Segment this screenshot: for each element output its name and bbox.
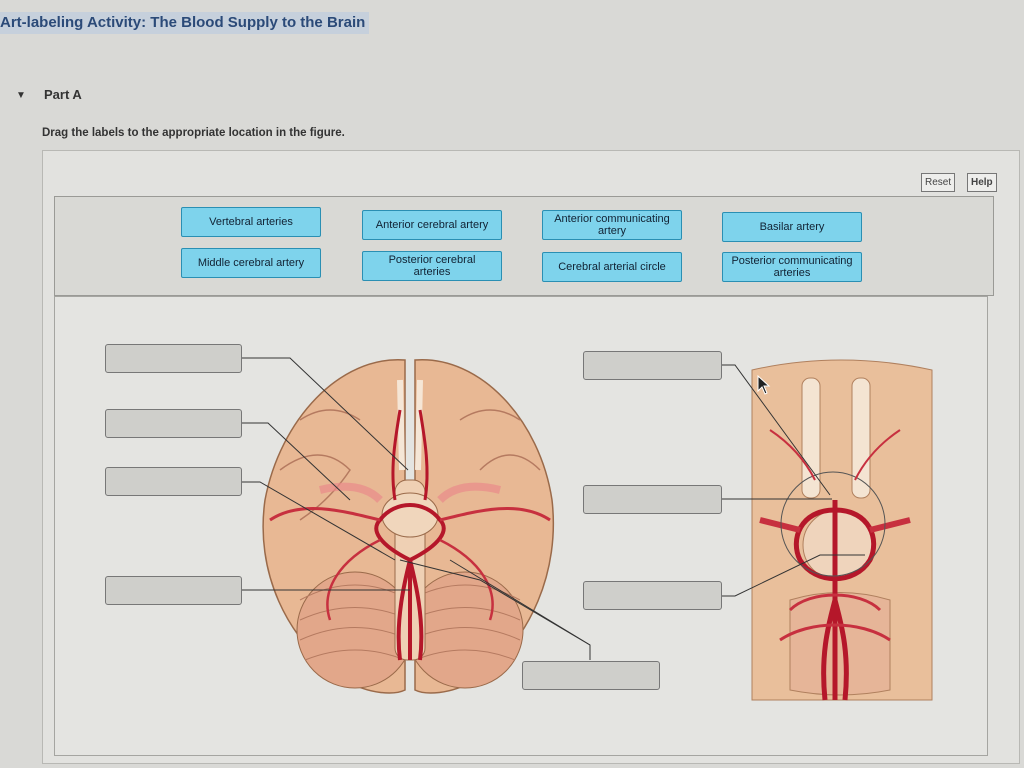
label-posterior-cerebral-arteries[interactable]: Posterior cerebral arteries xyxy=(362,251,502,281)
help-button[interactable]: Help xyxy=(967,173,997,192)
label-anterior-communicating-artery[interactable]: Anterior communicating artery xyxy=(542,210,682,240)
drop-target-4[interactable] xyxy=(105,576,242,605)
label-basilar-artery[interactable]: Basilar artery xyxy=(722,212,862,242)
drop-target-2[interactable] xyxy=(105,409,242,438)
drop-target-8[interactable] xyxy=(583,581,722,610)
label-anterior-cerebral-artery[interactable]: Anterior cerebral artery xyxy=(362,210,502,240)
leader-lines xyxy=(242,357,865,660)
label-cerebral-arterial-circle[interactable]: Cerebral arterial circle xyxy=(542,252,682,282)
brain-inferior-view xyxy=(262,359,555,694)
drop-target-3[interactable] xyxy=(105,467,242,496)
circle-of-willis-closeup xyxy=(751,359,933,701)
drop-target-7[interactable] xyxy=(583,485,722,514)
page-title: Art-labeling Activity: The Blood Supply … xyxy=(0,12,370,34)
part-label[interactable]: Part A xyxy=(44,87,82,102)
mouse-pointer-icon xyxy=(757,375,771,395)
reset-button[interactable]: Reset xyxy=(921,173,956,192)
label-vertebral-arteries[interactable]: Vertebral arteries xyxy=(181,207,321,237)
instructions: Drag the labels to the appropriate locat… xyxy=(42,127,345,139)
drop-target-5[interactable] xyxy=(522,661,660,690)
drop-target-6[interactable] xyxy=(583,351,722,380)
drop-target-1[interactable] xyxy=(105,344,242,373)
triangle-down-icon[interactable]: ▼ xyxy=(16,90,26,101)
label-posterior-communicating-arteries[interactable]: Posterior communicating arteries xyxy=(722,252,862,282)
label-middle-cerebral-artery[interactable]: Middle cerebral artery xyxy=(181,248,321,278)
